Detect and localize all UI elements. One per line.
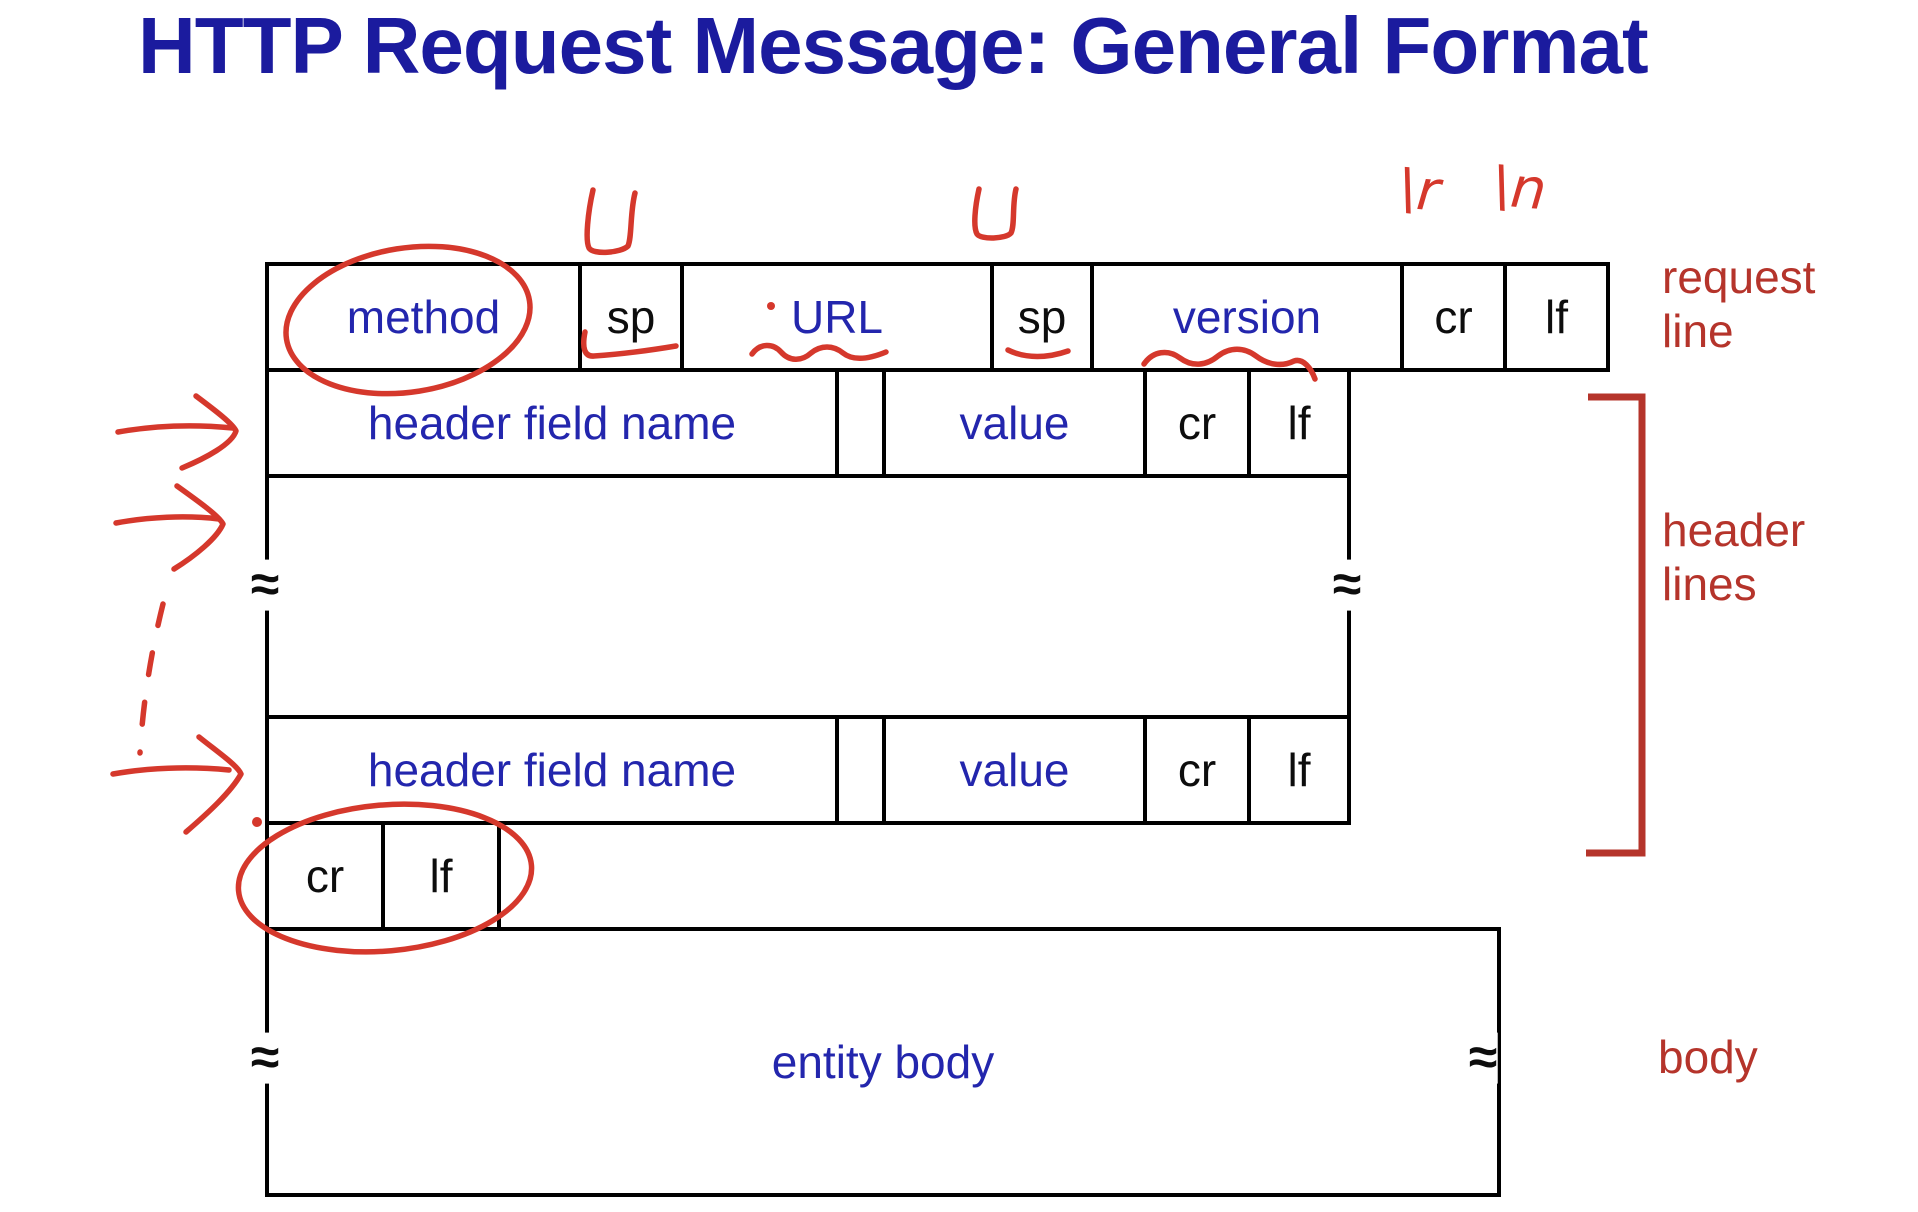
- box-lf-4: lf: [381, 821, 501, 931]
- header-lines-bracket: [1586, 393, 1646, 857]
- break-mark-right-2: ≈: [1468, 1028, 1498, 1087]
- arrow-2-head: [171, 483, 226, 572]
- entity-body-box: entity body: [265, 927, 1501, 1197]
- cr-escape-annotation: \r: [1395, 156, 1443, 225]
- dashed-line-annotation: [137, 601, 166, 756]
- box-cr-2: cr: [1143, 368, 1251, 478]
- space-mark-1: [584, 187, 638, 256]
- space-mark-2: [972, 186, 1019, 241]
- body-label: body: [1658, 1031, 1758, 1083]
- request-line-row: method sp URL sp version cr lf: [265, 262, 1610, 372]
- header-lines-label: header lines: [1662, 504, 1806, 610]
- box-url: URL: [680, 262, 994, 372]
- box-sp-1: sp: [578, 262, 684, 372]
- header-continuation-box: [265, 474, 1351, 719]
- arrow-2-shaft: [113, 514, 222, 526]
- box-lf-3: lf: [1247, 715, 1351, 825]
- request-line-label: request line: [1662, 251, 1816, 357]
- box-value-1: value: [882, 368, 1147, 478]
- box-cr-1: cr: [1400, 262, 1507, 372]
- red-dot: [252, 817, 262, 827]
- box-cr-4: cr: [265, 821, 385, 931]
- box-version: version: [1090, 262, 1404, 372]
- arrow-3-shaft: [110, 765, 232, 777]
- arrow-1-shaft: [115, 423, 236, 435]
- lf-escape-annotation: \n: [1489, 153, 1550, 224]
- arrow-1-head: [179, 393, 239, 471]
- break-mark-right-1: ≈: [1332, 555, 1362, 614]
- box-cr-3: cr: [1143, 715, 1251, 825]
- blank-line-row: cr lf: [265, 821, 501, 931]
- box-gap-1: [835, 368, 886, 478]
- box-header-field-name-2: header field name: [265, 715, 839, 825]
- box-lf-1: lf: [1503, 262, 1610, 372]
- box-lf-2: lf: [1247, 368, 1351, 478]
- box-gap-2: [835, 715, 886, 825]
- entity-body-label: entity body: [771, 1036, 995, 1088]
- box-sp-2: sp: [990, 262, 1094, 372]
- header-line-1-row: header field name value cr lf: [265, 368, 1351, 478]
- box-method: method: [265, 262, 582, 372]
- break-mark-left-2: ≈: [250, 1028, 280, 1087]
- header-line-2-row: header field name value cr lf: [265, 715, 1351, 825]
- break-mark-left-1: ≈: [250, 555, 280, 614]
- arrow-3-head: [183, 734, 244, 835]
- page-title: HTTP Request Message: General Format: [138, 1, 1649, 90]
- box-value-2: value: [882, 715, 1147, 825]
- box-header-field-name-1: header field name: [265, 368, 839, 478]
